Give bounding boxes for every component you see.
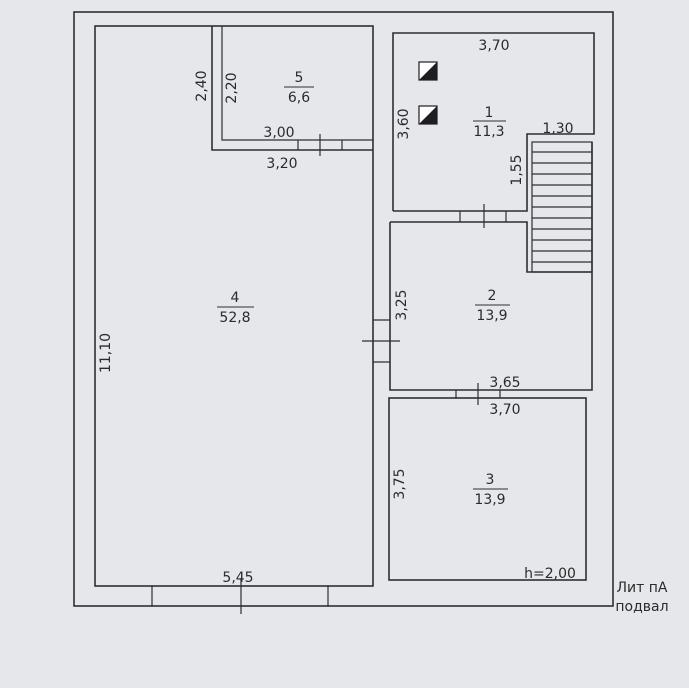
dim-stair-width: 1,30	[542, 121, 573, 137]
dim-room3-top: 3,70	[489, 402, 520, 418]
room-label-5: 5 6,6	[284, 70, 314, 106]
caption-lit: Лит пА	[617, 580, 668, 596]
room-5-area: 6,6	[288, 90, 310, 106]
room-5-wall	[211, 26, 373, 151]
stair	[531, 141, 593, 273]
room-1-outline	[392, 32, 595, 212]
outer-wall	[73, 11, 614, 607]
dim-room4-width: 5,45	[222, 570, 253, 586]
room-4-number: 4	[231, 290, 240, 306]
room-2-number: 2	[488, 288, 497, 304]
caption-basement: подвал	[615, 599, 668, 615]
room-label-3: 3 13,9	[473, 472, 508, 508]
room-1-number: 1	[485, 105, 494, 121]
dim-room2-bottom: 3,65	[489, 375, 520, 391]
dim-room5-bottom: 3,20	[266, 156, 297, 172]
vent-icon	[418, 105, 438, 125]
room-2-area: 13,9	[476, 308, 507, 324]
room-4-area: 52,8	[219, 310, 250, 326]
dim-stair-side: 1,55	[509, 154, 525, 185]
room-3-number: 3	[486, 472, 495, 488]
dim-room1-top: 3,70	[478, 38, 509, 54]
dim-room3-side: 3,75	[392, 468, 408, 499]
room-3-area: 13,9	[474, 492, 505, 508]
dim-room5-width: 3,00	[263, 125, 294, 141]
dim-room5-outer: 2,40	[194, 70, 210, 101]
room-2-outline	[389, 142, 593, 391]
dim-room5-inner: 2,20	[224, 72, 240, 103]
vent-icon	[418, 61, 438, 81]
room-3-outline	[388, 397, 587, 581]
room-label-4: 4 52,8	[217, 290, 254, 326]
dim-room2-side: 3,25	[394, 289, 410, 320]
dim-height: h=2,00	[524, 566, 576, 582]
dim-room4-height: 11,10	[98, 333, 114, 373]
room-5-number: 5	[295, 70, 304, 86]
room-label-2: 2 13,9	[475, 288, 510, 324]
dim-room1-side: 3,60	[396, 108, 412, 139]
room-label-1: 1 11,3	[473, 105, 506, 140]
room-1-area: 11,3	[473, 124, 504, 140]
room-5-inner-wall	[221, 26, 373, 141]
room-4-outline	[94, 25, 374, 587]
